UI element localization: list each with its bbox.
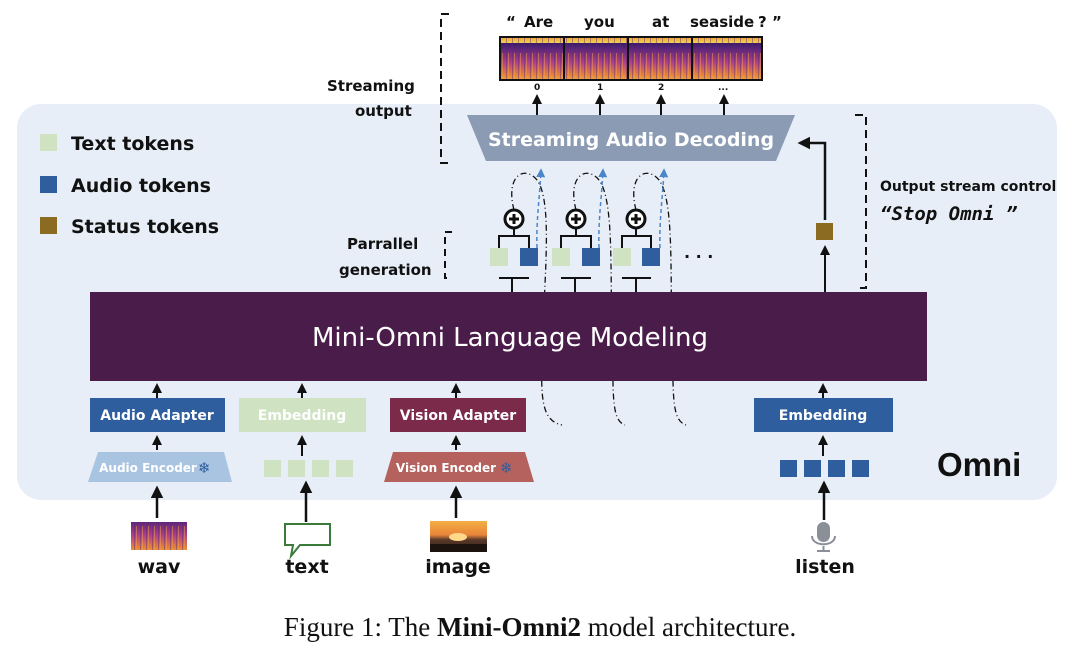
audio-adapter-label: Audio Adapter: [100, 408, 214, 424]
text-token: [552, 248, 570, 266]
snowflake-icon: ❄: [500, 460, 513, 477]
caption-suffix: model architecture.: [581, 612, 797, 642]
omni-label: Omni: [937, 446, 1021, 483]
sunset-image-icon: [430, 521, 487, 552]
listen-embedding-label: Embedding: [779, 408, 868, 424]
streaming-output-label-line2: output: [355, 102, 412, 120]
listen-input-tokens: [780, 460, 869, 477]
text-embedding-label: Embedding: [258, 408, 347, 424]
audio-adapter: [90, 398, 225, 432]
streaming-audio-decoding: [467, 115, 795, 161]
output-stream-control-label: Output stream control: [880, 179, 1056, 195]
loop-arrow: [511, 172, 563, 426]
lm-input-arrows: [152, 383, 828, 398]
text-input-tokens: [264, 460, 353, 477]
output-spectrogram: [499, 36, 763, 81]
text-token: [613, 248, 631, 266]
microphone-icon: [811, 522, 836, 552]
output-token-2: at: [652, 13, 669, 31]
token-group-1: [490, 168, 563, 426]
legend-label-text: Text tokens: [71, 133, 194, 155]
loop-arrow: [573, 172, 626, 426]
token-group-2: [552, 168, 626, 426]
vision-encoder-label: Vision Encoder: [396, 461, 496, 475]
legend-label-status: Status tokens: [71, 216, 219, 238]
audio-token: [642, 248, 660, 266]
output-index-1: 1: [597, 83, 603, 93]
listen-label: listen: [795, 556, 855, 578]
output-index-2: 2: [658, 83, 664, 93]
parallel-generation-label-line1: Parrallel: [347, 235, 418, 253]
input-arrows: [150, 480, 831, 522]
speech-bubble-icon: [284, 523, 331, 560]
output-index-3: ...: [718, 83, 728, 93]
architecture-diagram: “ Are you at seaside ? ” 0 1 2 ... Strea…: [17, 13, 1057, 578]
legend-swatch-audio: [40, 176, 57, 193]
output-text: “ Are you at seaside ? ”: [506, 13, 782, 31]
wav-label: wav: [138, 556, 181, 578]
legend: Text tokens Audio tokens Status tokens: [40, 133, 219, 238]
loop-arrow: [633, 172, 687, 426]
vision-adapter-label: Vision Adapter: [400, 408, 516, 424]
caption-model-name: Mini-Omni2: [437, 612, 582, 642]
feedback-arrow: [598, 168, 608, 249]
audio-token: [582, 248, 600, 266]
output-indices: 0 1 2 ...: [534, 83, 728, 93]
audio-token: [520, 248, 538, 266]
text-embedding: [239, 398, 366, 432]
token-group-3: [613, 168, 687, 426]
language-modeling-label: Mini-Omni Language Modeling: [312, 323, 708, 353]
audio-encoder: [88, 452, 232, 482]
language-modeling-block: [90, 292, 927, 381]
parallel-generation-bracket: [444, 231, 452, 279]
figure-caption: Figure 1: The Mini-Omni2 model architect…: [0, 612, 1080, 643]
legend-swatch-text: [40, 134, 57, 151]
image-label: image: [425, 556, 491, 578]
caption-prefix: Figure 1: The: [283, 612, 438, 642]
streaming-output-label-line1: Streaming: [327, 77, 415, 95]
output-token-0: Are: [524, 13, 553, 31]
legend-swatch-status: [40, 217, 57, 234]
listen-embedding: [754, 398, 893, 432]
vision-adapter: [390, 398, 526, 432]
generation-ellipsis: · · ·: [684, 247, 713, 266]
output-token-3: seaside: [690, 13, 754, 31]
decoder-output-arrows: [532, 94, 729, 115]
waveform-icon: [131, 522, 187, 550]
streaming-output-bracket: [440, 13, 449, 164]
feedback-arrow: [659, 168, 669, 249]
legend-label-audio: Audio tokens: [71, 175, 211, 197]
snowflake-icon: ❄: [198, 460, 211, 477]
vision-encoder: [384, 452, 534, 482]
parallel-generation-label-line2: generation: [339, 261, 432, 279]
output-token-1: you: [584, 13, 615, 31]
text-label: text: [285, 556, 328, 578]
feedback-arrow: [536, 168, 546, 249]
stop-omni-label: “Stop Omni ”: [880, 203, 1018, 225]
open-quote: “: [506, 13, 516, 31]
output-index-0: 0: [534, 83, 540, 93]
close-quote: ”: [772, 13, 782, 31]
audio-encoder-label: Audio Encoder: [99, 461, 197, 475]
status-token: [816, 223, 833, 240]
streaming-audio-decoding-label: Streaming Audio Decoding: [488, 129, 774, 151]
text-token: [490, 248, 508, 266]
output-token-4: ?: [758, 13, 767, 31]
output-control-bracket: [855, 114, 867, 289]
